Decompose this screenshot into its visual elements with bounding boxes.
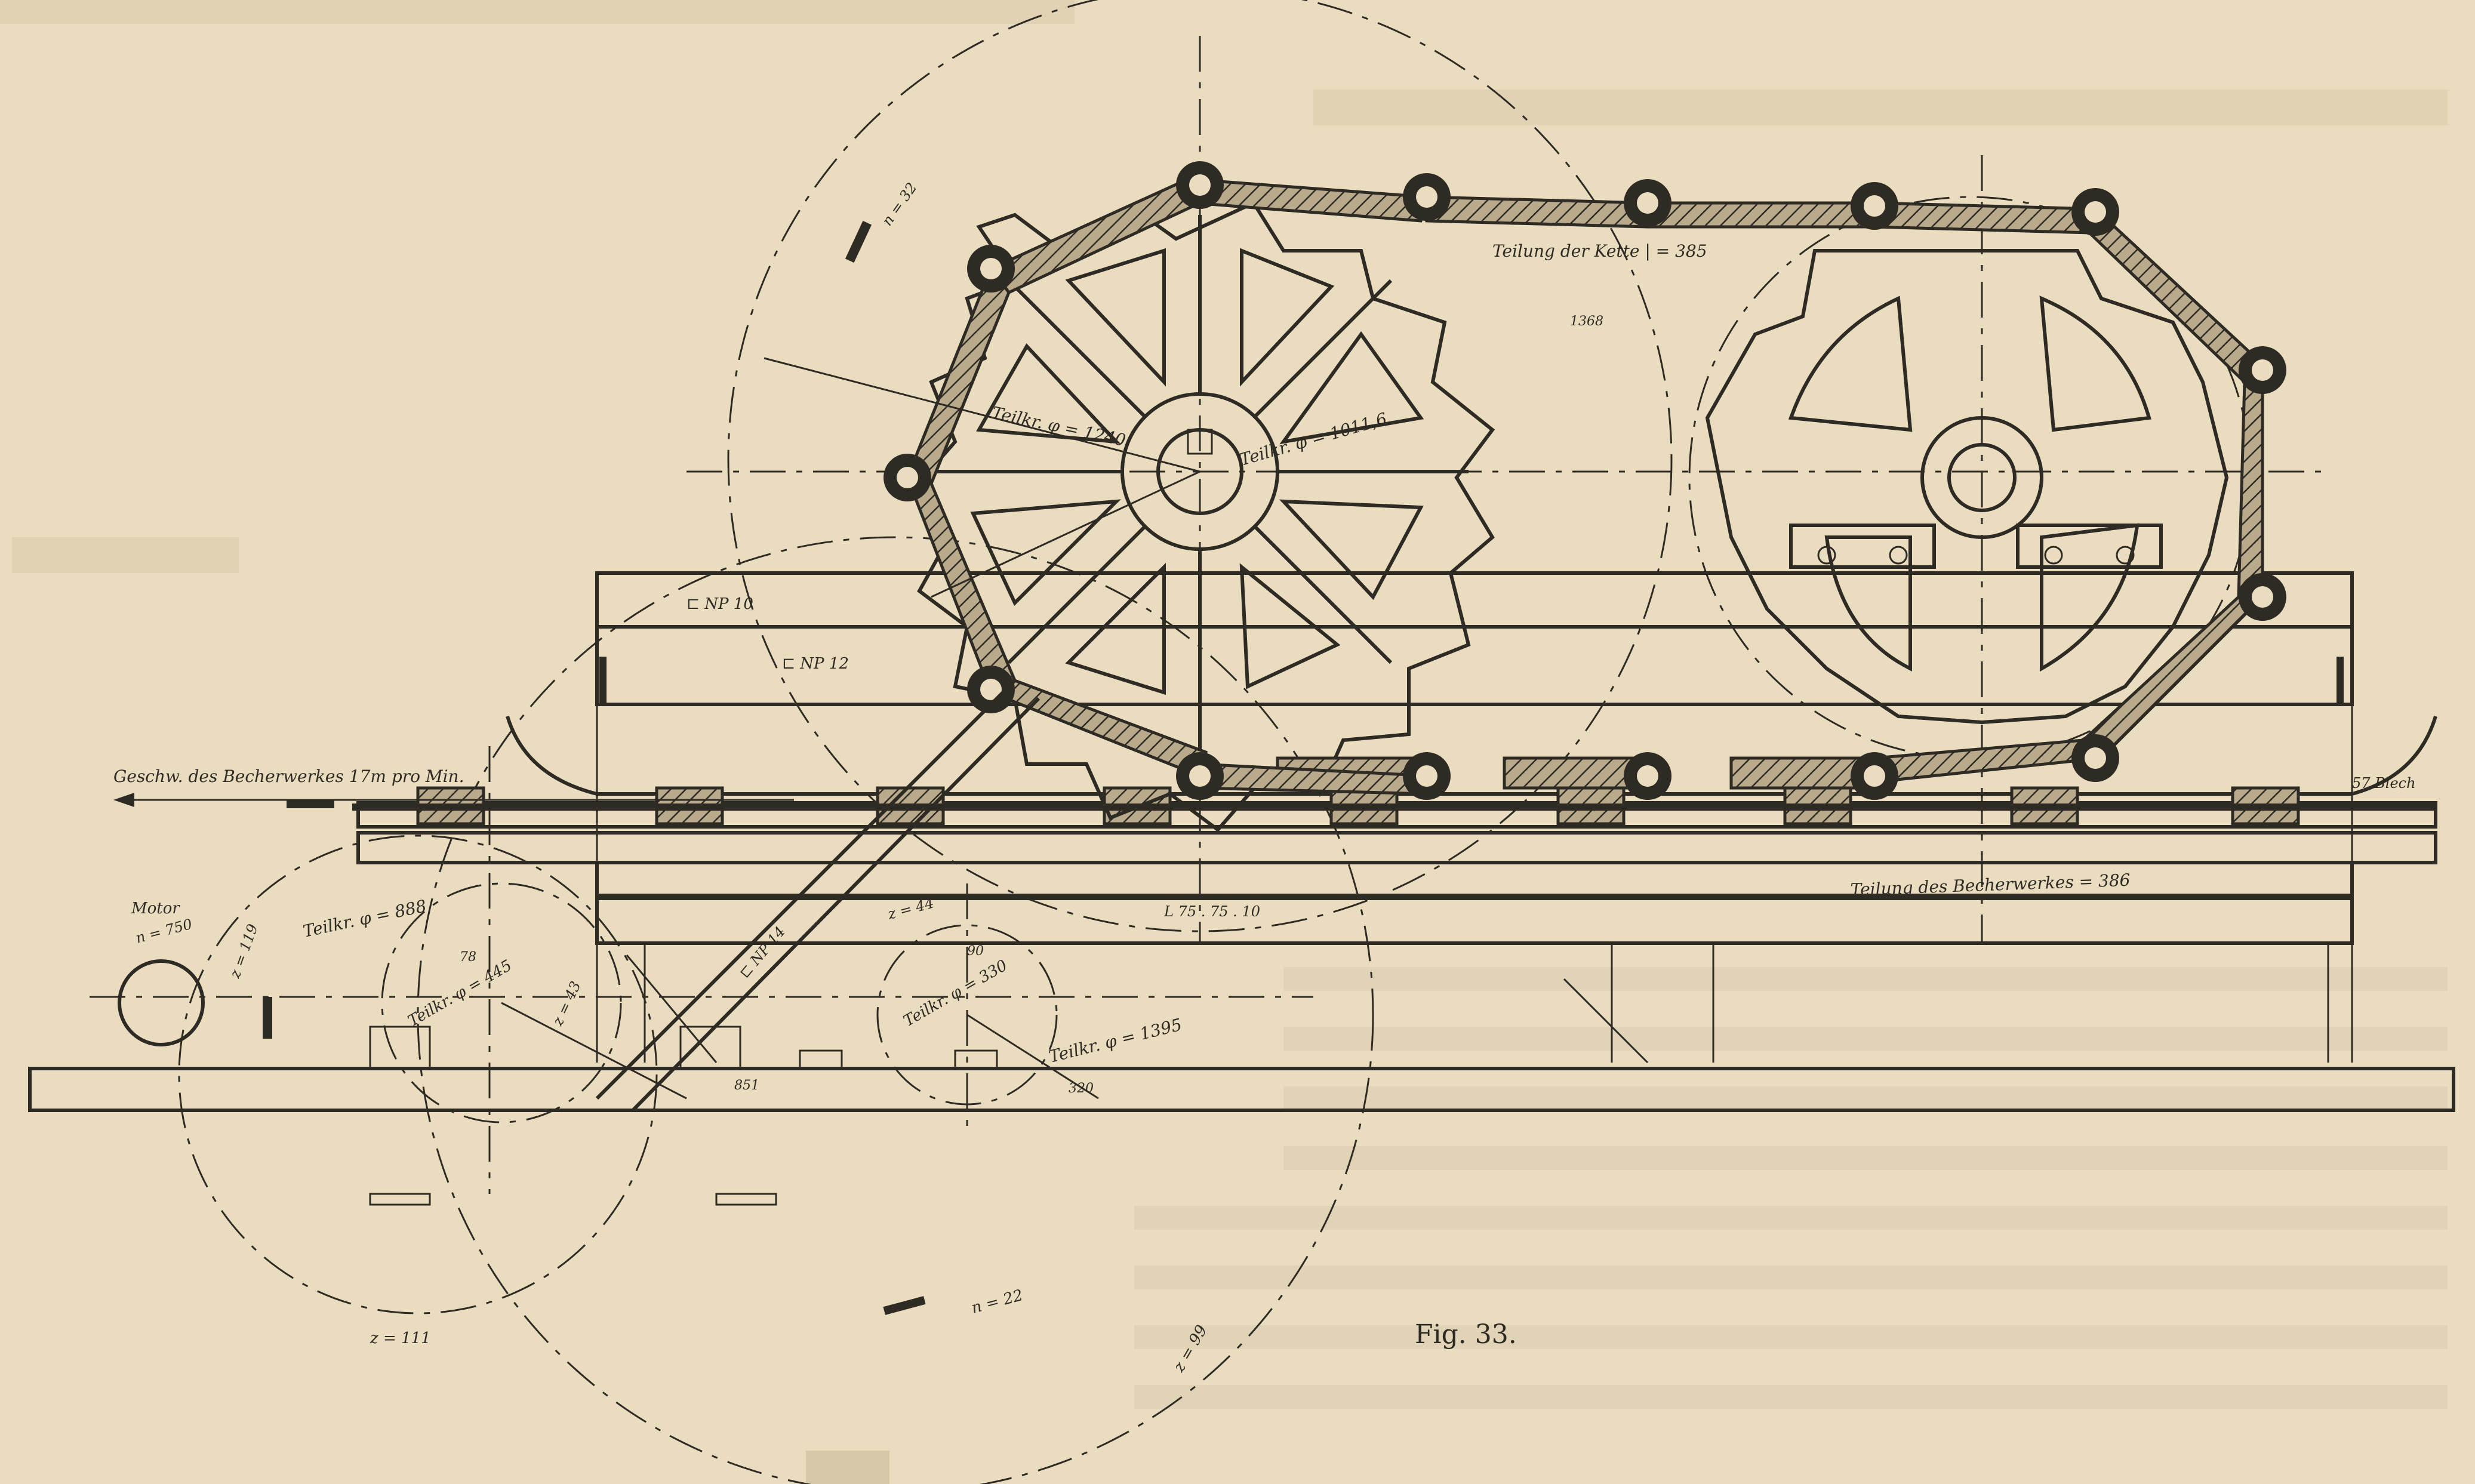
label-chain-pitch: Teilung der Kette | = 385 [1492, 241, 1707, 261]
label-rpm-2: n = 22 [969, 1286, 1025, 1317]
motor-gear-marks [263, 220, 926, 1315]
label-rpm-1: n = 32 [879, 180, 921, 229]
label-pitch-diam-1: Teilkr. φ = 1240 [990, 403, 1128, 451]
label-pitch-diam-2: Teilkr. φ = 1011,6 [1238, 409, 1389, 470]
chain [884, 161, 2286, 800]
label-profile-np10: ⊏ NP 10 [687, 595, 753, 613]
label-dim-90: 90 [967, 944, 984, 959]
label-pitch-diam-3: Teilkr. φ = 888 [301, 896, 429, 941]
label-dim-1368: 1368 [1570, 314, 1603, 329]
label-dim-78: 78 [460, 950, 476, 965]
drive-rays [113, 357, 1200, 1112]
label-dim-320: 320 [1069, 1081, 1094, 1096]
chain-pins [884, 161, 2286, 800]
label-profile-np12: ⊏ NP 12 [782, 655, 849, 673]
label-pitch-diam-5: Teilkr. φ = 330 [901, 956, 1011, 1030]
label-motor: Motor [131, 900, 180, 918]
label-pitch-diam-4: Teilkr. φ = 445 [405, 956, 515, 1030]
label-gear-z4: z = 43 [549, 979, 584, 1029]
right-sprocket-wheel [1705, 249, 2229, 725]
label-dim-851: 851 [734, 1078, 759, 1093]
label-gear-z1: z = 119 [226, 922, 261, 981]
label-gear-z3: z = 111 [370, 1329, 431, 1347]
label-angle-75: L 75 . 75 . 10 [1163, 903, 1260, 920]
label-elevator-speed: Geschw. des Becherwerkes 17m pro Min. [113, 766, 464, 786]
label-motor-speed: n = 750 [134, 916, 194, 947]
figure-caption: Fig. 33. [1415, 1319, 1517, 1350]
label-dim-57: 57 Blech [2352, 775, 2416, 792]
label-pitch-diam-6: Teilkr. φ = 1395 [1047, 1015, 1184, 1067]
